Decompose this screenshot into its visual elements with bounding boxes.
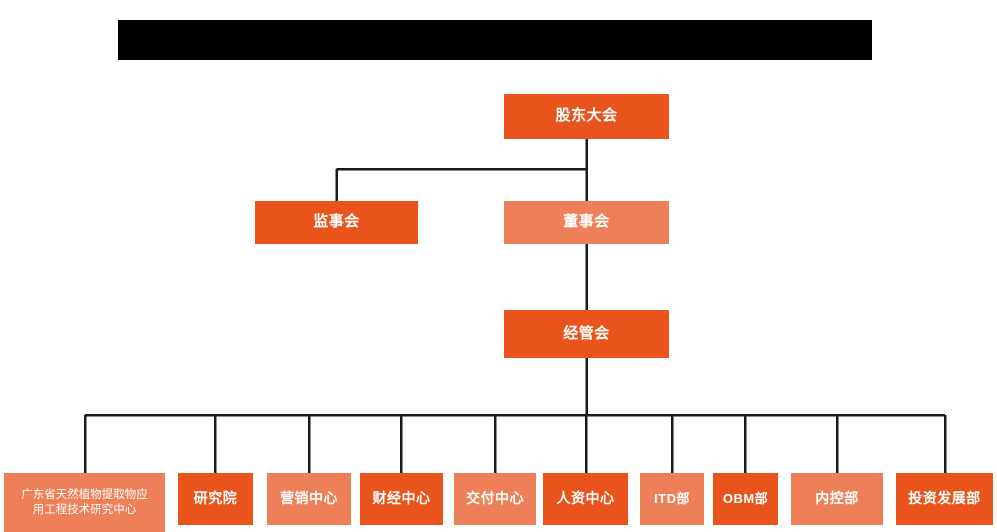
node-obm-dept[interactable]: OBM部 (713, 473, 778, 525)
node-itd-dept[interactable]: ITD部 (640, 473, 704, 525)
node-delivery-center[interactable]: 交付中心 (454, 473, 536, 525)
node-guangdong-research-center[interactable]: 广东省天然植物提取物应 用工程技术研究中心 (4, 473, 165, 532)
node-label-line-1: 广东省天然植物提取物应 (21, 489, 148, 502)
node-institute[interactable]: 研究院 (178, 473, 253, 525)
node-board-of-supervisors[interactable]: 监事会 (255, 201, 418, 244)
node-finance-center[interactable]: 财经中心 (360, 473, 443, 525)
node-shareholders-meeting[interactable]: 股东大会 (504, 94, 669, 139)
node-board-of-directors[interactable]: 董事会 (504, 201, 669, 244)
node-label-line-2: 用工程技术研究中心 (32, 503, 137, 516)
node-internal-control-dept[interactable]: 内控部 (791, 473, 883, 525)
node-hr-center[interactable]: 人资中心 (543, 473, 628, 525)
redacted-title-banner (118, 20, 872, 60)
node-management-committee[interactable]: 经管会 (504, 310, 669, 358)
node-marketing-center[interactable]: 营销中心 (267, 473, 351, 525)
node-investment-development-dept[interactable]: 投资发展部 (896, 473, 993, 525)
